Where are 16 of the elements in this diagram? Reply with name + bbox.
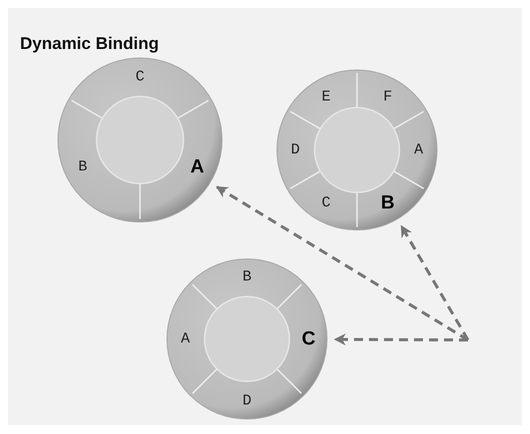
ring-label: C xyxy=(302,330,316,348)
segment-label: D xyxy=(242,393,252,408)
arrow xyxy=(400,224,470,341)
ring-label: B xyxy=(380,194,395,213)
segment-label: A xyxy=(180,332,190,346)
segment-label: F xyxy=(383,89,392,104)
ring-label: A xyxy=(190,157,204,176)
segment-label: D xyxy=(290,142,300,158)
segment-label: C xyxy=(136,69,144,84)
arrow xyxy=(334,333,468,346)
segment-label: B xyxy=(78,159,88,174)
diagram-title: Dynamic Binding xyxy=(20,34,159,54)
segment-label: A xyxy=(414,142,424,158)
segment-label: B xyxy=(242,270,252,285)
segment-label: C xyxy=(322,196,331,211)
segment-label: E xyxy=(322,89,331,104)
